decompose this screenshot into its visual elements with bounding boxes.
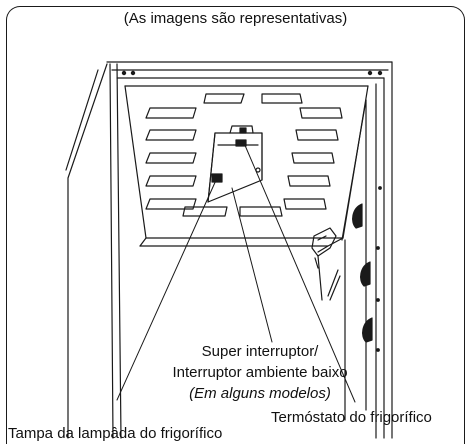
- label-super-switch: Super interruptor/: [201, 343, 319, 360]
- cabinet-top-frame: [106, 61, 393, 79]
- label-thermostat: Termóstato do frigorífico: [271, 409, 432, 426]
- leader-thermostat: [243, 142, 356, 403]
- caption: (As imagens são representativas): [123, 10, 348, 27]
- label-low-ambient-switch: Interruptor ambiente baixo: [172, 364, 348, 381]
- vent-slots-right: [239, 93, 343, 217]
- leader-super-switch: [231, 187, 273, 343]
- control-housing: [207, 125, 263, 203]
- rear-panel-detail: [317, 239, 346, 421]
- hinge-bracket: [311, 227, 337, 269]
- leader-lamp-cover: [116, 177, 218, 401]
- leader-lines: [116, 142, 356, 403]
- cabinet-right-wall: [341, 61, 393, 439]
- diagram-frame: [6, 6, 465, 444]
- door-panel: [65, 63, 122, 439]
- label-lamp-cover: Tampa da lampâda do frigorífico: [8, 425, 223, 442]
- shelf-clips: [352, 186, 382, 352]
- label-model-note: (Em alguns modelos): [189, 385, 331, 402]
- vent-slots-left: [145, 93, 245, 217]
